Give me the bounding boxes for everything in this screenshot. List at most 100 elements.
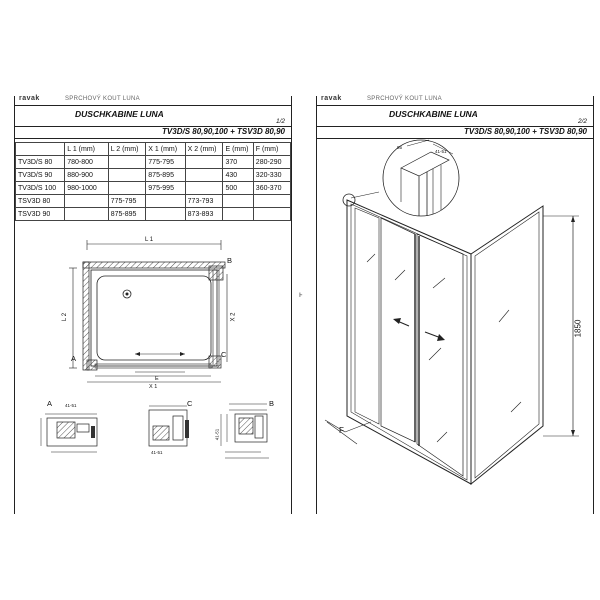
shower-cabin-isometric [324, 199, 579, 486]
table-cell: 880-900 [64, 168, 109, 182]
table-header-cell: E (mm) [222, 142, 254, 156]
detail-view-a [40, 413, 98, 453]
table-cell [252, 194, 292, 208]
label-x1: X 1 [149, 384, 158, 390]
table-cell [252, 207, 292, 221]
drain-icon [122, 289, 132, 299]
leader-line [342, 191, 380, 207]
corner-label-a: A [71, 354, 77, 363]
corner-magnified-detail [382, 139, 460, 217]
header-rule [15, 105, 291, 106]
table-cell: 980-1000 [64, 181, 109, 195]
brand-logo: ravak [19, 95, 40, 102]
table-cell: 280-290 [252, 155, 292, 169]
dimension-table: L 1 (mm) L 2 (mm) X 1 (mm) X 2 (mm) E (m… [14, 142, 292, 221]
label-l2: L 2 [62, 312, 69, 322]
corner-label-b: B [227, 256, 233, 265]
table-cell: TV3D/S 80 [14, 155, 66, 169]
label-x2: X 2 [230, 312, 237, 322]
table-cell: 975-995 [145, 181, 186, 195]
door-panel-1 [354, 207, 380, 425]
dimension-line-f [324, 419, 346, 433]
header-rule [15, 126, 291, 127]
detail-label-b: B [269, 399, 275, 408]
table-row: TSV3D 80 775-795 773-793 [14, 194, 292, 208]
table-cell: 875-895 [107, 207, 147, 221]
table-cell: 875-895 [145, 168, 186, 182]
door-panel-2 [380, 217, 416, 443]
corner-detail-a [86, 359, 98, 371]
detail-dim-41-51: 41-51 [435, 149, 447, 154]
label-l1: L 1 [145, 237, 154, 243]
shower-tray-basin [96, 275, 212, 361]
table-cell [64, 194, 109, 208]
page-number: 2/2 [577, 118, 587, 125]
table-cell [145, 194, 186, 208]
table-cell [184, 181, 224, 195]
table-cell: 370 [222, 155, 254, 169]
header-rule [317, 105, 593, 106]
corner-detail-b [208, 265, 224, 281]
detail-view-c [148, 405, 189, 447]
table-cell: 500 [222, 181, 254, 195]
table-cell [184, 155, 224, 169]
installation-sheet-1: ravak SPRCHOVÝ KOUT LUNA DUSCHKABINE LUN… [14, 95, 292, 514]
table-header-cell: L 1 (mm) [64, 142, 109, 156]
side-panel [474, 211, 540, 479]
sheet-title: DUSCHKABINE LUNA [75, 109, 164, 119]
door-panel-3 [416, 233, 464, 477]
sheet-subtitle: SPRCHOVÝ KOUT LUNA [367, 96, 442, 102]
table-row: TV3D/S 100 980-1000 975-995 500 360-370 [14, 181, 292, 195]
corner-label-c: C [221, 350, 227, 359]
detail-dim-85: 85 [397, 145, 403, 150]
table-cell: 873-893 [184, 207, 224, 221]
table-row: TSV3D 90 875-895 873-893 [14, 207, 292, 221]
table-cell [64, 207, 109, 221]
table-cell: TV3D/S 90 [14, 168, 66, 182]
sheet-subtitle: SPRCHOVÝ KOUT LUNA [65, 96, 140, 102]
height-label: 1850 [573, 319, 583, 338]
table-header-cell: F (mm) [252, 142, 292, 156]
table-cell: 360-370 [252, 181, 292, 195]
detail-label-a: A [47, 399, 53, 408]
page-edge-mark: ⱶ [299, 290, 303, 299]
detail-view-b [220, 403, 269, 459]
table-header-row: L 1 (mm) L 2 (mm) X 1 (mm) X 2 (mm) E (m… [14, 142, 292, 156]
shower-tray-outline [90, 269, 218, 367]
detail-label-c: C [187, 399, 193, 408]
table-cell [222, 194, 254, 208]
wall-left [82, 261, 90, 371]
installation-sheet-2: ravak SPRCHOVÝ KOUT LUNA DUSCHKABINE LUN… [316, 95, 594, 514]
brand-logo: ravak [321, 95, 342, 102]
table-cell: 320-330 [252, 168, 292, 182]
sheet-title: DUSCHKABINE LUNA [389, 109, 478, 119]
table-cell [222, 207, 254, 221]
header-rule [317, 138, 593, 139]
table-header-cell [14, 142, 66, 156]
table-cell: 430 [222, 168, 254, 182]
table-cell [107, 181, 147, 195]
table-cell: TSV3D 90 [14, 207, 66, 221]
table-cell: 775-795 [145, 155, 186, 169]
model-code: TV3D/S 80,90,100 + TSV3D 80,90 [464, 127, 587, 136]
header-rule [15, 138, 291, 139]
label-f: F [339, 426, 344, 435]
table-cell: 773-793 [184, 194, 224, 208]
model-code: TV3D/S 80,90,100 + TSV3D 80,90 [162, 127, 285, 136]
table-cell: 775-795 [107, 194, 147, 208]
table-cell [107, 155, 147, 169]
label-e: E [155, 376, 159, 382]
table-header-cell: L 2 (mm) [107, 142, 147, 156]
detail-dim-c: 41-51 [151, 450, 163, 455]
table-header-cell: X 1 (mm) [145, 142, 186, 156]
corner-detail-c [208, 355, 222, 369]
table-row: TV3D/S 90 880-900 875-895 430 320-330 [14, 168, 292, 182]
table-cell: TSV3D 80 [14, 194, 66, 208]
wall-top [82, 261, 226, 269]
side-wall-profile [212, 269, 220, 367]
table-header-cell: X 2 (mm) [184, 142, 224, 156]
table-cell [145, 207, 186, 221]
front-door-track [94, 363, 212, 369]
table-cell [107, 168, 147, 182]
table-cell [184, 168, 224, 182]
